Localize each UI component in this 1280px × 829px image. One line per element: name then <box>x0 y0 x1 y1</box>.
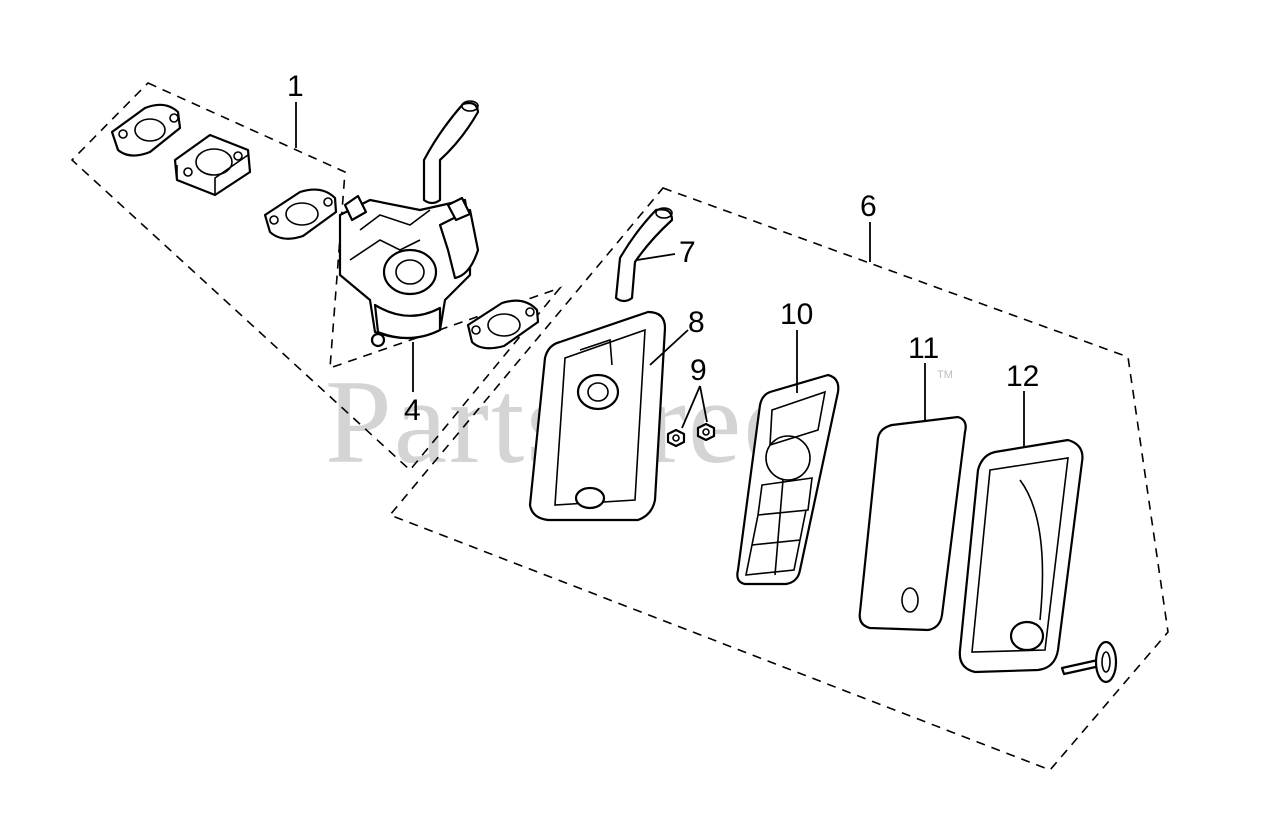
gasket-left[interactable] <box>110 103 182 157</box>
gasket-middle[interactable] <box>263 188 338 240</box>
callout-12: 12 <box>1006 360 1039 393</box>
callout-1: 1 <box>287 70 304 103</box>
wing-screw[interactable] <box>1060 640 1118 684</box>
leader-7 <box>636 253 676 261</box>
insulator-block[interactable] <box>173 133 252 197</box>
breather-tube[interactable] <box>614 207 674 303</box>
nut-pair[interactable] <box>666 422 716 448</box>
leader-9b <box>699 385 708 423</box>
foam-element[interactable] <box>858 415 967 632</box>
leader-9a <box>681 385 701 429</box>
callout-11: 11 <box>908 332 939 365</box>
callout-6: 6 <box>860 190 877 223</box>
callout-8: 8 <box>688 306 705 339</box>
callout-10: 10 <box>780 298 813 331</box>
fuel-hose[interactable] <box>422 100 480 205</box>
air-cleaner-cover[interactable] <box>958 438 1084 674</box>
element-support[interactable] <box>736 373 840 586</box>
air-cleaner-base[interactable] <box>528 310 667 522</box>
watermark-trademark: TM <box>937 369 953 381</box>
leader-8 <box>649 329 689 366</box>
callout-7: 7 <box>679 236 696 269</box>
callout-labels: 1 4 6 7 8 9 10 11 12 <box>287 70 1039 427</box>
group-6-boundary <box>388 187 1169 771</box>
callout-9: 9 <box>690 354 707 387</box>
leader-lines <box>295 102 1025 448</box>
callout-4: 4 <box>404 394 421 427</box>
carburetor[interactable] <box>338 194 480 348</box>
gasket-lower[interactable] <box>466 299 540 350</box>
group-1-boundary <box>70 82 563 472</box>
